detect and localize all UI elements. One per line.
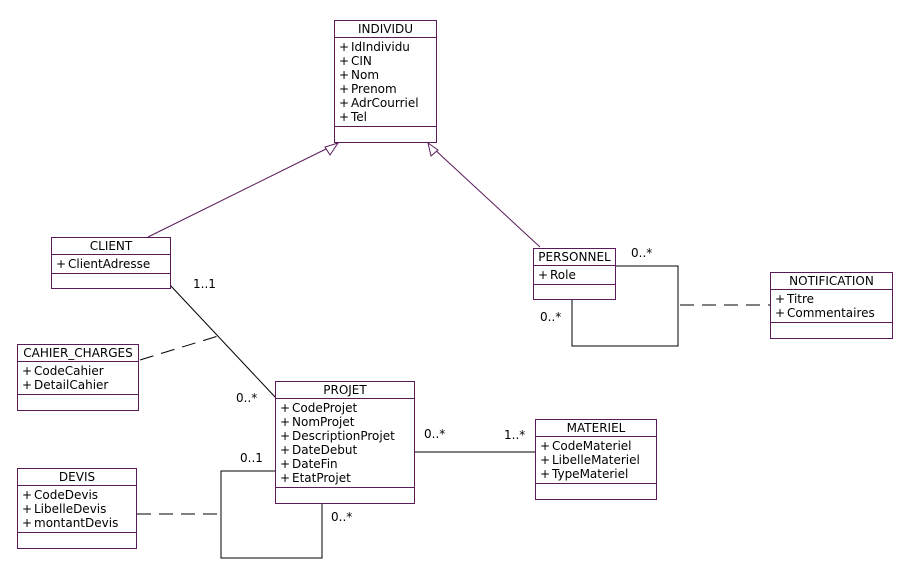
- attribute-list: +CodeProjet +NomProjet +DescriptionProje…: [276, 399, 414, 488]
- class-name: PERSONNEL: [534, 249, 615, 266]
- multiplicity-label: 0..*: [424, 427, 446, 441]
- class-cahier-charges[interactable]: CAHIER_CHARGES +CodeCahier +DetailCahier: [17, 344, 139, 411]
- class-name: DEVIS: [18, 469, 136, 486]
- attribute: +Nom: [339, 68, 380, 82]
- class-name: PROJET: [276, 382, 414, 399]
- multiplicity-label: 1..1: [193, 277, 216, 291]
- multiplicity-label: 0..1: [240, 451, 263, 465]
- attribute: +IdIndividu: [339, 40, 410, 54]
- attribute-list: +CodeDevis +LibelleDevis +montantDevis: [18, 486, 136, 533]
- association-projet-self: [220, 470, 323, 559]
- attribute: +AdrCourriel: [339, 96, 419, 110]
- class-name: INDIVIDU: [335, 21, 436, 38]
- attribute: +CIN: [339, 54, 372, 68]
- attribute: +TypeMateriel: [540, 467, 629, 481]
- operation-list: [18, 533, 136, 547]
- multiplicity-label: 0..*: [540, 310, 562, 324]
- attribute: +LibelleDevis: [22, 502, 107, 516]
- attribute: +ClientAdresse: [56, 257, 151, 271]
- attribute-list: +Titre +Commentaires: [771, 290, 892, 323]
- association-client-projet: [169, 284, 277, 399]
- generalization-client-individu: [147, 144, 335, 238]
- class-materiel[interactable]: MATERIEL +CodeMateriel +LibelleMateriel …: [535, 419, 657, 500]
- operation-list: [335, 127, 436, 141]
- attribute: +CodeDevis: [22, 488, 99, 502]
- class-devis[interactable]: DEVIS +CodeDevis +LibelleDevis +montantD…: [17, 468, 137, 549]
- attribute: +montantDevis: [22, 516, 119, 530]
- operation-list: [534, 285, 615, 299]
- attribute: +Titre: [775, 292, 815, 306]
- class-individu[interactable]: INDIVIDU +IdIndividu +CIN +Nom +Prenom +…: [334, 20, 437, 143]
- attribute: +DateFin: [280, 457, 338, 471]
- class-client[interactable]: CLIENT +ClientAdresse: [51, 237, 171, 289]
- attribute: +Tel: [339, 110, 368, 124]
- operation-list: [52, 274, 170, 288]
- attribute: +NomProjet: [280, 415, 355, 429]
- generalization-personnel-individu: [432, 147, 541, 248]
- generalization-arrowhead-client: [324, 142, 340, 156]
- class-name: CAHIER_CHARGES: [18, 345, 138, 362]
- attribute-list: +CodeMateriel +LibelleMateriel +TypeMate…: [536, 437, 656, 484]
- attribute: +CodeCahier: [22, 364, 104, 378]
- multiplicity-label: 0..*: [331, 510, 353, 524]
- operation-list: [276, 488, 414, 502]
- attribute-list: +IdIndividu +CIN +Nom +Prenom +AdrCourri…: [335, 38, 436, 127]
- class-name: NOTIFICATION: [771, 273, 892, 290]
- attribute-list: +ClientAdresse: [52, 255, 170, 274]
- multiplicity-label: 0..*: [631, 246, 653, 260]
- attribute: +EtatProjet: [280, 471, 351, 485]
- operation-list: [18, 395, 138, 409]
- attribute: +CodeMateriel: [540, 439, 632, 453]
- association-personnel-self: [571, 265, 679, 347]
- class-notification[interactable]: NOTIFICATION +Titre +Commentaires: [770, 272, 893, 339]
- attribute: +Role: [538, 268, 576, 282]
- attribute: +Commentaires: [775, 306, 875, 320]
- class-personnel[interactable]: PERSONNEL +Role: [533, 248, 616, 300]
- attribute: +LibelleMateriel: [540, 453, 640, 467]
- operation-list: [536, 484, 656, 498]
- association-class-link-cahier: [139, 335, 219, 361]
- multiplicity-label: 1..*: [504, 428, 526, 442]
- attribute: +Prenom: [339, 82, 397, 96]
- class-name: CLIENT: [52, 238, 170, 255]
- operation-list: [771, 323, 892, 337]
- attribute: +CodeProjet: [280, 401, 358, 415]
- class-projet[interactable]: PROJET +CodeProjet +NomProjet +Descripti…: [275, 381, 415, 504]
- attribute-list: +Role: [534, 266, 615, 285]
- multiplicity-label: 0..*: [236, 391, 258, 405]
- class-name: MATERIEL: [536, 420, 656, 437]
- attribute-list: +CodeCahier +DetailCahier: [18, 362, 138, 395]
- attribute: +DescriptionProjet: [280, 429, 395, 443]
- attribute: +DateDebut: [280, 443, 358, 457]
- attribute: +DetailCahier: [22, 378, 109, 392]
- generalization-arrowhead-personnel: [427, 141, 439, 157]
